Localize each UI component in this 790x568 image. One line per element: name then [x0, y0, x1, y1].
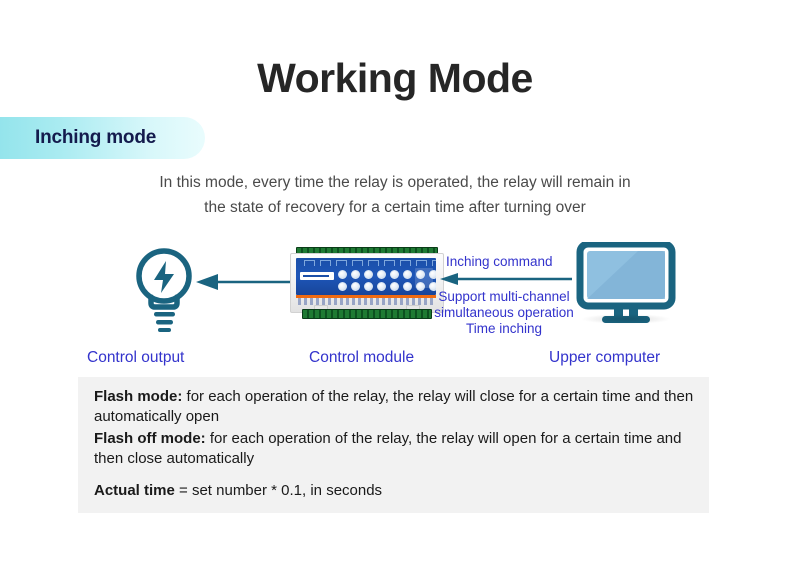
info-item-flash-mode: Flash mode: for each operation of the re…	[94, 387, 695, 427]
info-label-flash-mode: Flash mode:	[94, 388, 183, 405]
caption-control-output: Control output	[87, 349, 185, 366]
caption-upper-computer: Upper computer	[549, 349, 661, 366]
feature-line-1: Support multi-channel	[438, 289, 570, 304]
feature-line-3: Time inching	[465, 321, 543, 336]
module-front-panel	[296, 258, 436, 295]
info-item-flash-off-mode: Flash off mode: for each operation of th…	[94, 429, 695, 469]
terminal-strip-bottom	[302, 309, 432, 319]
info-text-flash-mode: for each operation of the relay, the rel…	[94, 388, 694, 425]
monitor-shadow	[582, 314, 670, 324]
page-title: Working Mode	[257, 55, 533, 101]
lightbulb-icon	[118, 240, 210, 332]
command-arrow-icon	[440, 270, 572, 288]
mode-badge: Inching mode	[0, 117, 205, 159]
monitor-icon	[576, 240, 676, 328]
info-panel-body: Flash mode: for each operation of the re…	[78, 377, 709, 501]
workflow-diagram: Inching command Support multi-channel si…	[87, 240, 676, 366]
feature-line-2: simultaneous operation	[434, 305, 574, 320]
description-line-1: In this mode, every time the relay is op…	[159, 174, 631, 191]
led-row-bottom	[338, 282, 436, 291]
module-side-panel	[415, 268, 433, 288]
control-module-device	[288, 247, 444, 325]
channel-tick-marks	[304, 260, 436, 266]
info-text-flash-off-mode: for each operation of the relay, the rel…	[94, 430, 682, 467]
mode-badge-label: Inching mode	[35, 127, 157, 148]
led-row-top	[338, 270, 436, 279]
info-text-actual-time: = set number * 0.1, in seconds	[174, 482, 383, 499]
feature-list: Support multi-channel simultaneous opera…	[420, 289, 588, 337]
description-line-2: the state of recovery for a certain time…	[204, 199, 586, 216]
inching-command-label: Inching command	[446, 254, 553, 269]
module-label-strip	[298, 298, 434, 305]
info-panel: Flash mode: for each operation of the re…	[78, 377, 709, 513]
mode-description: In this mode, every time the relay is op…	[95, 170, 695, 220]
module-accent-stripe	[296, 295, 436, 298]
caption-control-module: Control module	[309, 349, 415, 366]
info-label-flash-off-mode: Flash off mode:	[94, 430, 206, 447]
info-item-actual-time: Actual time = set number * 0.1, in secon…	[94, 481, 695, 501]
info-label-actual-time: Actual time	[94, 482, 175, 499]
brand-logo	[300, 272, 334, 280]
